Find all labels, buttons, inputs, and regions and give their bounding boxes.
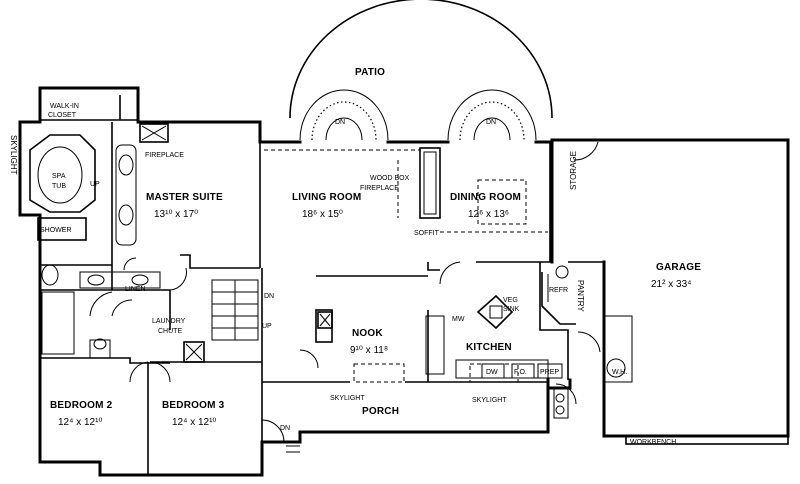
kitchen-label: KITCHEN — [466, 342, 512, 353]
dn-left-label: DN — [335, 119, 345, 126]
laundry-label: LAUNDRY — [152, 318, 186, 325]
stair-up-label: UP — [262, 323, 272, 330]
patio-door-left — [299, 89, 389, 141]
workbench-label: WORKBENCH — [630, 439, 676, 446]
skylight-nook-label: SKYLIGHT — [330, 395, 365, 402]
laundry-chute-box — [183, 341, 205, 363]
up-spa-label: UP — [90, 181, 100, 188]
master-suite-dims: 13¹⁰ x 17⁰ — [154, 209, 198, 220]
wood-box-label: WOOD BOX — [370, 175, 410, 182]
water-heater — [603, 315, 633, 383]
wood-fireplace-label: FIREPLACE — [360, 185, 399, 192]
master-suite-label: MASTER SUITE — [146, 192, 223, 203]
master-vanity — [115, 144, 137, 246]
nook-label: NOOK — [352, 328, 383, 339]
storage-label: STORAGE — [569, 151, 578, 190]
patio-door-right — [447, 89, 537, 141]
porch-steps — [286, 387, 569, 453]
bedroom-2-label: BEDROOM 2 — [50, 400, 113, 411]
kitchen-appliances — [481, 363, 563, 379]
stair-dn-label: DN — [264, 293, 274, 300]
refrig-label: REFR — [549, 287, 568, 294]
spa-label: SPA — [52, 173, 66, 180]
patio-arc — [289, 0, 553, 119]
linen-label: LINEN — [125, 286, 146, 293]
veg-label: VEG — [503, 297, 518, 304]
tub-label: TUB — [52, 183, 66, 190]
mw-label: MW — [452, 316, 465, 323]
garage-label: GARAGE — [656, 262, 701, 273]
fireplace-master-label: FIREPLACE — [145, 152, 184, 159]
soffit-label: SOFFIT — [414, 230, 440, 237]
sink-label: SINK — [503, 306, 520, 313]
dining-room-dims: 12⁶ x 13⁶ — [468, 209, 509, 220]
bath-fixtures — [41, 264, 161, 359]
skylight-kitchen-label: SKYLIGHT — [472, 397, 507, 404]
pantry-shelves — [541, 265, 576, 325]
interior-walls — [37, 95, 604, 475]
walk-in-label-2: CLOSET — [48, 112, 77, 119]
workbench — [625, 435, 789, 445]
chute-label: CHUTE — [158, 328, 182, 335]
spa-tub — [29, 134, 96, 213]
nook-dims: 9¹⁰ x 11⁸ — [350, 345, 388, 356]
dn-right-label: DN — [486, 119, 496, 126]
dn-porch-label: DN — [280, 425, 290, 432]
wh-label: W.H. — [612, 369, 627, 376]
bedroom-2-dims: 12⁴ x 12¹⁰ — [58, 417, 102, 428]
pantry-label: PANTRY — [576, 280, 585, 312]
patio-label: PATIO — [355, 67, 385, 78]
shower-label: SHOWER — [40, 227, 72, 234]
bedroom-3-dims: 12⁴ x 12¹⁰ — [172, 417, 216, 428]
skylight-left-label: SKYLIGHT — [9, 135, 18, 175]
walk-in-label-1: WALK-IN — [50, 103, 79, 110]
fo-label: F.O. — [514, 369, 527, 376]
living-room-dims: 18⁶ x 15⁰ — [302, 209, 343, 220]
veg-sink-island — [476, 294, 514, 330]
nook-column-box — [317, 311, 333, 329]
bedroom-3-label: BEDROOM 3 — [162, 400, 225, 411]
dining-room-label: DINING ROOM — [450, 192, 521, 203]
garage-dims: 21² x 33⁴ — [651, 279, 691, 290]
living-room-label: LIVING ROOM — [292, 192, 361, 203]
prep-label: PREP — [540, 369, 559, 376]
porch-label: PORCH — [362, 406, 399, 417]
dw-label: DW — [486, 369, 498, 376]
door-swings — [89, 141, 601, 443]
